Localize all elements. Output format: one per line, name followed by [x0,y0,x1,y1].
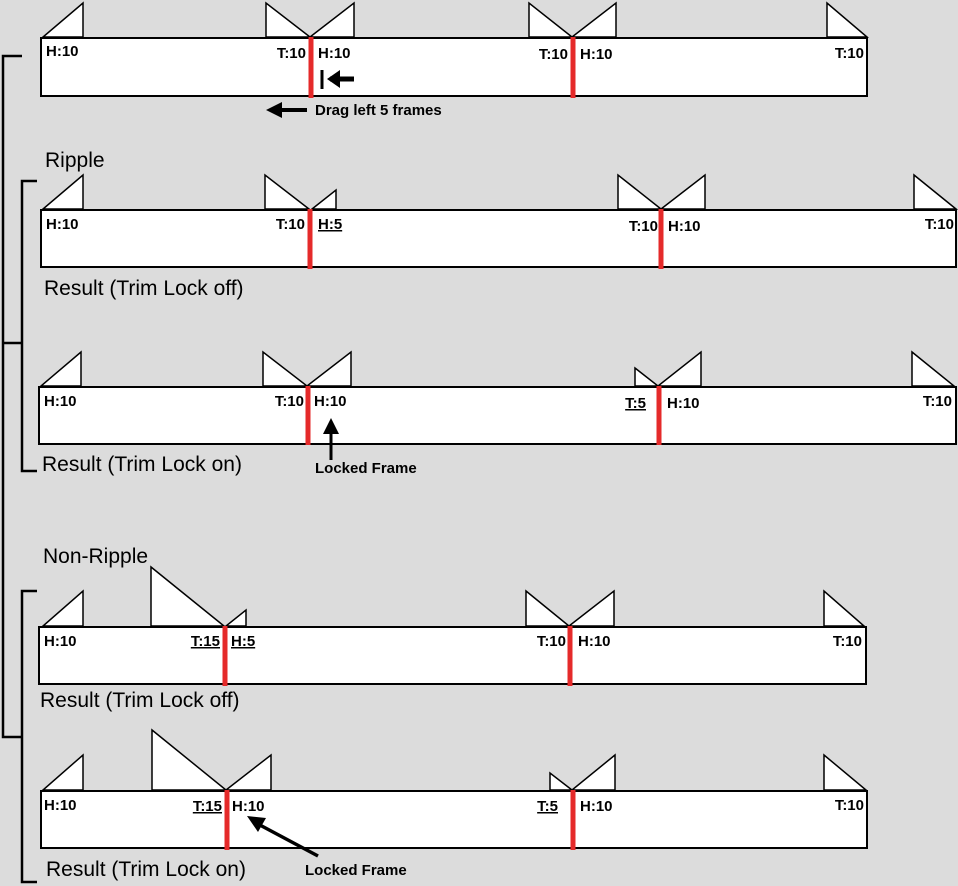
handle-label: H:10 [46,43,79,60]
handle-label-changed: T:5 [537,798,558,815]
handle-label: H:10 [44,797,77,814]
head-handle [304,350,352,387]
timeline-row-nonripple-lock-on: H:10 T:15 H:10 T:5 H:10 T:10 [40,728,869,850]
timeline-bar [40,37,868,97]
trim-left-icon [320,70,354,89]
locked-frame-label: Locked Frame [305,862,407,879]
timeline-bar [38,626,867,685]
handle-label: H:10 [314,393,347,410]
timeline-bar [38,386,957,445]
section-title-non-ripple: Non-Ripple [43,545,148,568]
timeline-bar [40,209,957,268]
tail-handle [525,589,572,627]
handle-label: T:10 [835,45,864,62]
timeline-row-ripple-lock-on: H:10 T:10 H:10 T:5 H:10 T:10 [38,350,957,445]
result-caption: Result (Trim Lock off) [40,689,240,712]
head-handle [223,608,247,627]
head-handle [40,173,84,210]
handle-label: T:10 [629,218,658,235]
tail-handle [913,173,958,210]
tail-handle [151,728,229,791]
handle-label: T:10 [276,216,305,233]
tail-handle [264,173,312,210]
tail-handle [617,173,664,210]
tail-handle [528,1,575,38]
handle-label: H:10 [668,218,701,235]
handle-label: T:10 [835,797,864,814]
tail-handle [265,1,313,38]
drag-hint: Drag left 5 frames [315,102,442,119]
tail-handle [823,589,866,627]
handle-label: T:10 [275,393,304,410]
head-handle [41,589,84,627]
handle-label: H:10 [580,46,613,63]
head-handle [223,753,272,791]
head-handle [41,753,84,791]
handle-label: T:10 [277,45,306,62]
head-handle [569,753,616,791]
handle-label: T:10 [923,393,952,410]
timeline-bar [40,790,868,849]
outer-bracket [1,54,22,739]
handle-label: T:10 [539,46,568,63]
head-handle [309,188,337,210]
head-handle [38,350,82,387]
head-handle [40,1,84,38]
result-caption: Result (Trim Lock on) [42,453,242,476]
timeline-row-ripple-lock-off: H:10 T:10 H:5 T:10 H:10 T:10 [40,173,958,269]
timeline-row-nonripple-lock-off: H:10 T:15 H:5 T:10 H:10 T:10 [38,565,867,686]
timeline-row-original: H:10 T:10 H:10 T:10 H:10 T:10 [40,1,870,98]
section-title-ripple: Ripple [45,149,105,172]
tail-handle [823,753,869,791]
handle-label-changed: T:15 [193,798,222,815]
head-handle [566,589,615,627]
tail-handle [826,1,870,38]
tail-handle [634,366,661,387]
handle-label: H:10 [44,633,77,650]
handle-label: H:10 [578,633,611,650]
handle-label-changed: T:15 [191,633,220,650]
result-caption: Result (Trim Lock off) [44,277,244,300]
handle-label-changed: T:5 [625,395,646,412]
head-handle [658,173,706,210]
locked-frame-arrow-icon [323,418,339,460]
head-handle [569,1,617,38]
head-handle [307,1,355,38]
handle-label-changed: H:5 [318,216,342,233]
handle-label: H:10 [318,45,351,62]
locked-frame-label: Locked Frame [315,460,417,477]
handle-label-changed: H:5 [231,633,255,650]
nonripple-bracket [20,589,37,884]
handle-label: T:10 [537,633,566,650]
handle-label: H:10 [46,216,79,233]
handle-label: H:10 [667,395,700,412]
result-caption: Result (Trim Lock on) [46,858,246,881]
handle-label: H:10 [232,798,265,815]
tail-handle [150,565,227,627]
tail-handle [262,350,310,387]
handle-label: H:10 [44,393,77,410]
ripple-bracket [20,179,37,473]
handle-label: H:10 [580,798,613,815]
tail-handle [911,350,957,387]
head-handle [655,350,702,387]
locked-frame-arrow-icon [247,816,319,858]
handle-label: T:10 [833,633,862,650]
tail-handle [549,771,575,791]
handle-label: T:10 [925,216,954,233]
drag-arrow-icon [266,102,307,118]
